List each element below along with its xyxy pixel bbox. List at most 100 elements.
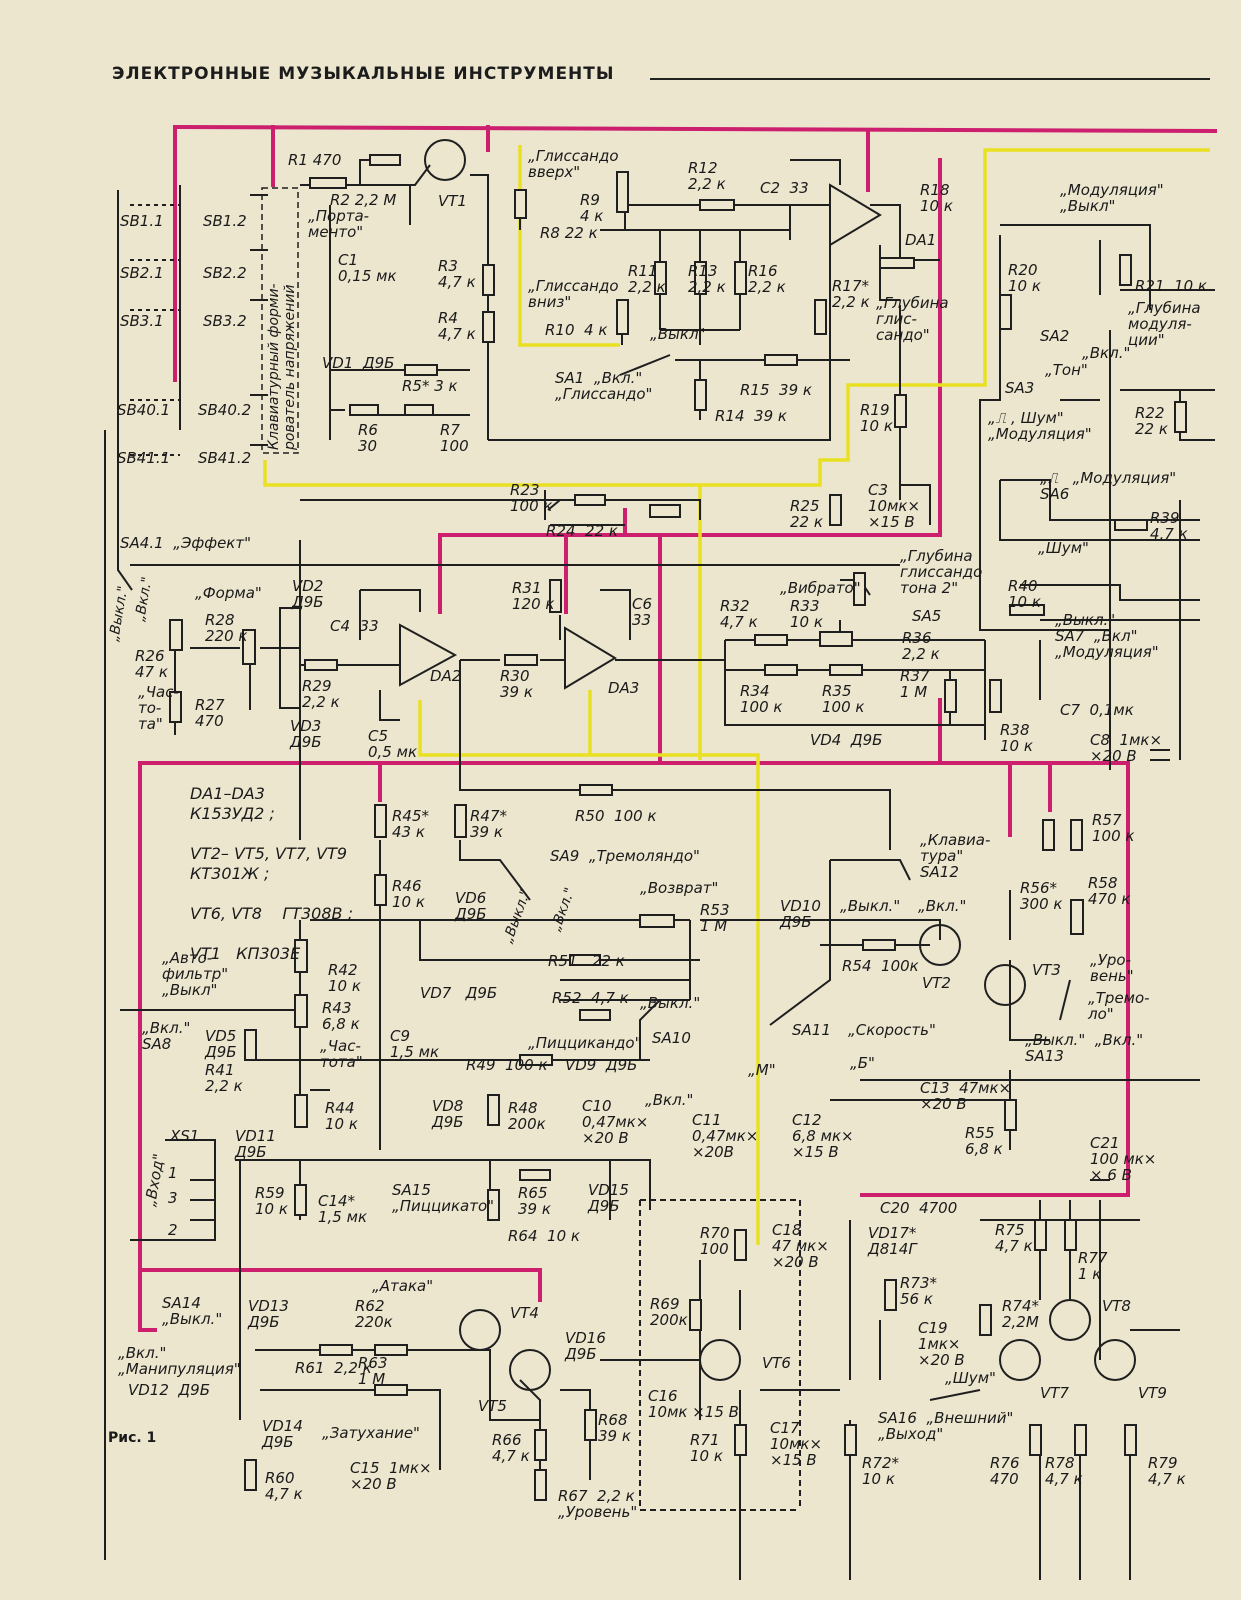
label-sa11-b: „Б" bbox=[850, 1054, 875, 1072]
label-r37: R37 1 М bbox=[900, 667, 930, 701]
label-r66: R66 4,7 к bbox=[492, 1431, 530, 1465]
label-r45: R45* 43 к bbox=[392, 807, 430, 841]
label-r63: R63 1 М bbox=[358, 1354, 388, 1388]
label-sa10-off: „Выкл." bbox=[640, 994, 701, 1012]
label-c21: C21 100 мк× × 6 В bbox=[1090, 1134, 1157, 1184]
label-sa13: „Выкл." „Вкл." SA13 bbox=[1025, 1031, 1144, 1065]
label-vozvrat: „Возврат" bbox=[640, 879, 719, 897]
label-vt5: VT5 bbox=[478, 1397, 507, 1415]
label-sa9: SA9 „Тремоляндо" bbox=[550, 847, 700, 865]
label-r31: R31 120 к bbox=[512, 579, 555, 613]
label-r19: R19 10 к bbox=[860, 401, 893, 435]
label-r67: R67 2,2 к „Уровень" bbox=[558, 1487, 638, 1521]
label-r28: R28 220 к bbox=[205, 611, 248, 645]
label-vd4: VD4 Д9Б bbox=[810, 731, 883, 749]
label-r68: R68 39 к bbox=[598, 1411, 631, 1445]
label-sa3: SA3 bbox=[1005, 379, 1035, 397]
label-vt2: VT2 bbox=[922, 974, 951, 992]
label-sa6-mod: „⎍ „Модуляция" SA6 bbox=[1040, 469, 1177, 503]
label-uroven: „Уро- вень" bbox=[1090, 951, 1134, 985]
label-sa10-on: „Вкл." bbox=[645, 1091, 694, 1109]
label-vd2: VD2 Д9Б bbox=[292, 577, 324, 611]
label-klaviatura: „Клавиа- тура" SA12 bbox=[920, 831, 991, 881]
label-r79: R79 4,7 к bbox=[1148, 1454, 1186, 1488]
label-sa11: SA11 bbox=[792, 1021, 831, 1039]
page-header: ЭЛЕКТРОННЫЕ МУЗЫКАЛЬНЫЕ ИНСТРУМЕНТЫ bbox=[112, 64, 615, 84]
label-r8: R8 22 к bbox=[540, 224, 598, 242]
label-sb40-1: SB40.1 bbox=[117, 401, 171, 419]
label-r42: R42 10 к bbox=[328, 961, 361, 995]
label-r12: R12 2,2 к bbox=[688, 159, 726, 193]
label-noise: „Шум" bbox=[1038, 539, 1089, 557]
label-vd15: VD15 Д9Б bbox=[588, 1181, 629, 1215]
label-sa12-on: „Вкл." bbox=[918, 897, 967, 915]
label-da1: DA1 bbox=[905, 231, 937, 249]
label-vd17: VD17* Д814Г bbox=[868, 1224, 917, 1258]
label-c9: C9 1,5 мк bbox=[390, 1027, 439, 1061]
label-c15: C15 1мк× ×20 В bbox=[350, 1459, 432, 1493]
label-c13: C13 47мк× ×20 В bbox=[920, 1079, 1012, 1113]
label-sa4-1: SA4.1 „Эффект" bbox=[120, 534, 251, 552]
label-r41: R41 2,2 к bbox=[205, 1061, 243, 1095]
label-forma: „Форма" bbox=[195, 584, 262, 602]
label-r77: R77 1 к bbox=[1078, 1249, 1108, 1283]
label-r70: R70 100 bbox=[700, 1224, 730, 1258]
label-da3: DA3 bbox=[608, 679, 640, 697]
label-zatukhanie: „Затухание" bbox=[322, 1424, 420, 1442]
label-vd14: VD14 Д9Б bbox=[262, 1417, 303, 1451]
label-portamento: „Порта- менто" bbox=[308, 207, 370, 241]
label-r2: R2 2,2 М bbox=[330, 191, 397, 209]
header-rule bbox=[650, 78, 1210, 80]
label-sb41-1: SB41.1 bbox=[117, 449, 171, 467]
label-vd9: VD9 Д9Б bbox=[565, 1056, 638, 1074]
label-r1: R1 470 bbox=[288, 151, 342, 169]
label-sa12-off: „Выкл." bbox=[840, 897, 901, 915]
label-c12: C12 6,8 мк× ×15 В bbox=[792, 1111, 854, 1161]
label-r48: R48 200к bbox=[508, 1099, 546, 1133]
label-c4: C4 33 bbox=[330, 617, 379, 635]
label-gliss-up: „Глиссандо вверх" bbox=[528, 147, 619, 181]
label-r10: R10 4 к bbox=[545, 321, 608, 339]
label-r50: R50 100 к bbox=[575, 807, 657, 825]
keyboard-voltage-former: Клавиатурный форми- рователь напряжений bbox=[266, 283, 298, 450]
label-c18: C18 47 мк× ×20 В bbox=[772, 1221, 829, 1271]
label-vt4: VT4 bbox=[510, 1304, 539, 1322]
label-r46: R46 10 к bbox=[392, 877, 425, 911]
label-r36: R36 2,2 к bbox=[902, 629, 940, 663]
label-c6: C6 33 bbox=[632, 595, 653, 629]
label-r13: R13 2,2 к bbox=[688, 262, 726, 296]
label-vd13: VD13 Д9Б bbox=[248, 1297, 289, 1331]
label-sa7: „Выкл." SA7 „Вкл" „Модуляция" bbox=[1055, 611, 1159, 661]
label-vd12: VD12 Д9Б bbox=[128, 1381, 210, 1399]
label-vt1: VT1 bbox=[438, 192, 467, 210]
label-r52: R52 4,7 к bbox=[552, 989, 629, 1007]
label-r54: R54 100к bbox=[842, 957, 919, 975]
label-c16: C16 10мк ×15 В bbox=[648, 1387, 739, 1421]
label-c10: C10 0,47мк× ×20 В bbox=[582, 1097, 649, 1147]
label-sa10: SA10 bbox=[652, 1029, 691, 1047]
label-r39: R39 4,7 к bbox=[1150, 509, 1188, 543]
label-r62: R62 220к bbox=[355, 1297, 393, 1331]
label-sb40-2: SB40.2 bbox=[198, 401, 252, 419]
label-pin3: 3 bbox=[168, 1189, 178, 1207]
label-r71: R71 10 к bbox=[690, 1431, 723, 1465]
label-r43: R43 6,8 к bbox=[322, 999, 360, 1033]
label-pizzicando: „Пиццикандо" bbox=[528, 1034, 642, 1052]
label-r20: R20 10 к bbox=[1008, 261, 1041, 295]
label-r55: R55 6,8 к bbox=[965, 1124, 1003, 1158]
label-vd5: VD5 Д9Б bbox=[205, 1027, 237, 1061]
label-pin1: 1 bbox=[168, 1164, 178, 1182]
label-c2: C2 33 bbox=[760, 179, 809, 197]
label-vt6: VT6 bbox=[762, 1354, 791, 1372]
label-r14: R14 39 к bbox=[715, 407, 787, 425]
label-r24: R24 22 к bbox=[546, 522, 618, 540]
label-r38: R38 10 к bbox=[1000, 721, 1033, 755]
label-r16: R16 2,2 к bbox=[748, 262, 786, 296]
label-vd3: VD3 Д9Б bbox=[290, 717, 322, 751]
label-sa15: SA15 „Пиццикато" bbox=[392, 1181, 495, 1215]
label-c8: C8 1мк× ×20 В bbox=[1090, 731, 1163, 765]
label-r32: R32 4,7 к bbox=[720, 597, 758, 631]
label-r26: R26 47 к bbox=[135, 647, 168, 681]
label-vd1: VD1 Д9Б bbox=[322, 354, 395, 372]
